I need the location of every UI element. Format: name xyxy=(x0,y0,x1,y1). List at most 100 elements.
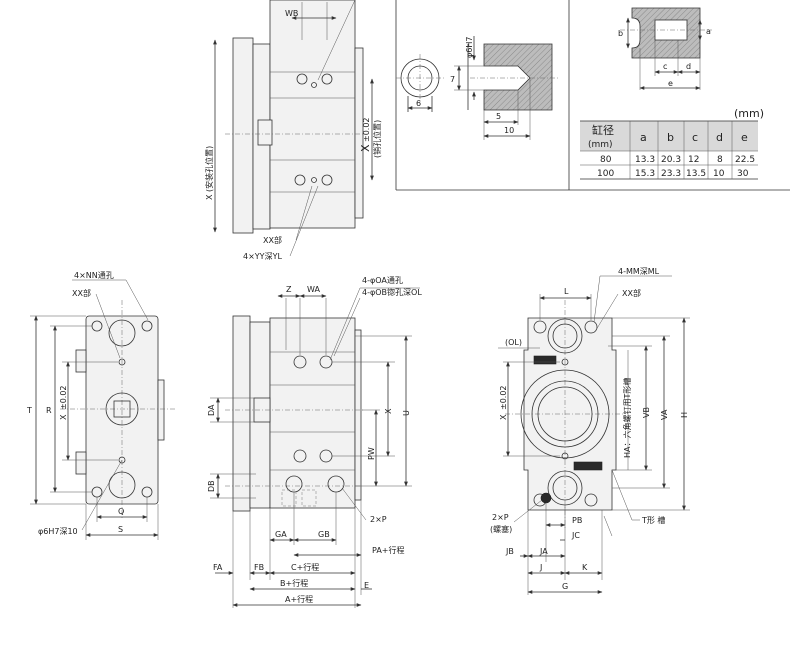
left-pin-hole xyxy=(118,456,126,464)
label-d: d xyxy=(686,62,691,71)
dim-x-tol-right: ±0.02 xyxy=(499,385,508,410)
table-col: c xyxy=(692,131,698,144)
right-pin-hole xyxy=(561,452,569,460)
table-col: e xyxy=(741,131,748,144)
label-ha: HA：六角螺钉用T形槽 xyxy=(622,378,632,458)
right-top-bore-inner xyxy=(552,323,578,349)
right-tslot xyxy=(533,355,557,365)
dim-b: B+行程 xyxy=(280,578,308,588)
center-body xyxy=(269,317,356,509)
dim-jb: JB xyxy=(505,547,514,556)
right-top-bore xyxy=(547,318,583,354)
label-nn: 4×NN通孔 xyxy=(74,270,114,280)
table-cell: 13.3 xyxy=(635,155,655,165)
dim-c: C+行程 xyxy=(291,562,319,572)
pin-hole-detail: 6 φ6H7 7 5 10 xyxy=(396,36,560,140)
dim-x-center: X xyxy=(384,408,393,414)
dim-pb: PB xyxy=(572,516,582,525)
label-xx-right: XX部 xyxy=(622,288,641,298)
label-xx-left: XX部 xyxy=(72,288,91,298)
table-header-bore-unit: (mm) xyxy=(588,140,613,150)
table-cell: 23.3 xyxy=(661,169,681,179)
dim-s: S xyxy=(118,525,123,534)
dim-k: K xyxy=(582,563,588,572)
top-pin-hole xyxy=(311,82,317,88)
center-port-hidden xyxy=(301,489,317,507)
dim-x-install: X (安装孔位置) xyxy=(204,146,214,200)
top-body xyxy=(269,0,356,229)
top-rod-boss xyxy=(257,119,273,146)
dim-q: Q xyxy=(118,507,124,516)
right-bottom-bore-inner xyxy=(552,475,578,501)
left-tab xyxy=(75,451,87,475)
label-ob: 4-φOB锪孔深OL xyxy=(362,287,422,297)
details-frame xyxy=(395,0,790,191)
table-col: a xyxy=(640,131,647,144)
dim-pa: PA+行程 xyxy=(372,545,405,555)
label-a: a xyxy=(706,27,711,36)
top-pin-hole xyxy=(311,177,317,183)
top-view: WB X (安装孔位置) X ±0.02 (销孔位置) XX部 4×YY深YL xyxy=(204,0,382,261)
label-tslot: T形 槽 xyxy=(641,515,665,525)
dim-wb: WB xyxy=(285,9,298,18)
dim-10: 10 xyxy=(504,126,514,135)
dim-l: L xyxy=(564,287,569,296)
table-cell: 15.3 xyxy=(635,169,655,179)
table-cell: 80 xyxy=(600,155,612,165)
dim-7: 7 xyxy=(450,75,455,84)
label-yy: 4×YY深YL xyxy=(243,252,282,261)
right-mm-hole xyxy=(584,493,598,507)
top-endcap xyxy=(354,47,364,219)
label-plug: (螺塞) xyxy=(490,524,512,534)
center-view: Z WA 4-φOA通孔 4-φOB锪孔深OL DA DB X U PW GA … xyxy=(207,275,422,608)
dim-pw: PW xyxy=(367,447,376,460)
dim-wa: WA xyxy=(307,285,320,294)
dim-6: 6 xyxy=(416,99,421,108)
table-cell: 20.3 xyxy=(661,155,681,165)
dim-h: H xyxy=(680,412,689,418)
right-tslot xyxy=(573,461,603,471)
dim-x-right: X xyxy=(499,414,508,420)
label-ol: (OL) xyxy=(505,338,522,347)
label-oa: 4-φOA通孔 xyxy=(362,275,403,285)
label-e: e xyxy=(668,79,673,88)
top-flange xyxy=(232,37,254,234)
dim-x-tol: ±0.02 xyxy=(59,385,68,410)
left-hex xyxy=(113,400,131,418)
top-hole xyxy=(321,174,333,186)
right-plug xyxy=(540,492,552,504)
top-hole xyxy=(321,73,333,85)
dim-x-pin-tol: ±0.02 xyxy=(362,117,371,142)
dim-e: E xyxy=(364,581,369,590)
left-tab xyxy=(75,349,87,373)
center-oa-hole xyxy=(293,449,307,463)
center-flange xyxy=(232,315,251,512)
spec-table: (mm) 缸径 (mm) a b c d e 80 13.3 20.3 12 8… xyxy=(580,107,764,180)
table-unit: (mm) xyxy=(734,107,764,120)
label-phi-hole: φ6H7深10 xyxy=(38,527,78,536)
label-mm: 4-MM深ML xyxy=(618,267,660,276)
pin-hole-section xyxy=(483,43,553,111)
center-endcap xyxy=(354,329,362,501)
left-nn-hole xyxy=(141,320,153,332)
right-mm-hole xyxy=(584,320,598,334)
dim-u: U xyxy=(402,410,411,416)
label-b: b xyxy=(618,29,623,38)
dim-t: T xyxy=(26,406,32,415)
label-c: c xyxy=(663,62,667,71)
table-col: b xyxy=(667,131,674,144)
table-cell: 12 xyxy=(688,155,699,165)
right-main-bore-inner xyxy=(537,386,593,442)
right-main-bore xyxy=(531,380,599,448)
dim-5: 5 xyxy=(496,112,501,121)
center-oa-hole xyxy=(293,355,307,369)
right-main-bore-outer xyxy=(520,369,610,459)
label-xx-top: XX部 xyxy=(263,235,282,245)
dim-z: Z xyxy=(286,285,292,294)
left-pin-hole xyxy=(118,358,126,366)
dim-r: R xyxy=(46,406,52,415)
table-cell: 8 xyxy=(717,155,723,165)
dim-db: DB xyxy=(207,480,216,492)
right-view: L 4-MM深ML XX部 (OL) X ±0.02 VB VA H HA：六角… xyxy=(490,267,690,595)
